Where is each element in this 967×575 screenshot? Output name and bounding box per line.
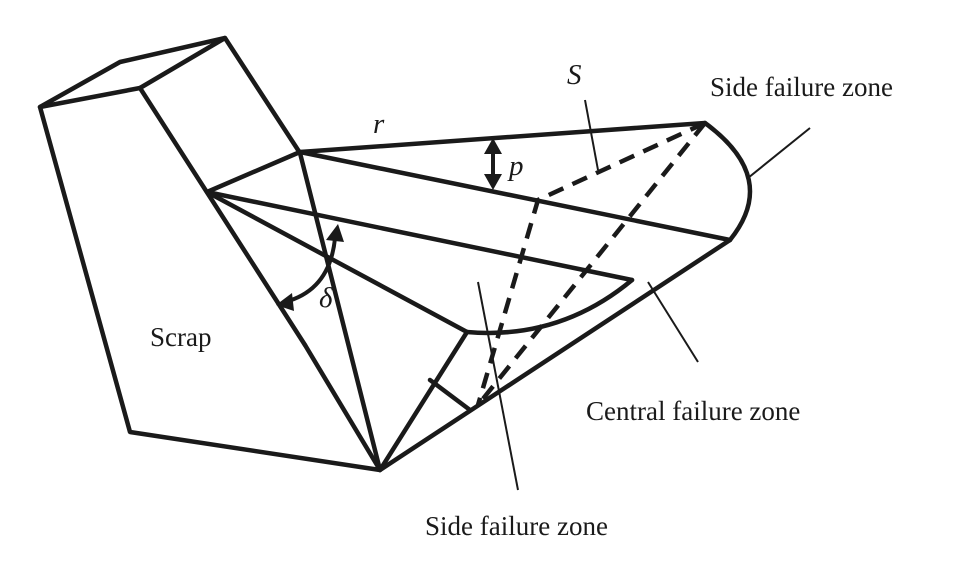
angle-p-indicator <box>484 138 502 190</box>
angle-delta-arrowhead-top <box>326 224 344 242</box>
leader-side-failure-zone-bottom <box>477 281 519 491</box>
scrap-block-top-back-edge <box>137 35 228 91</box>
wedge-top-edge-r <box>297 120 708 155</box>
scrap-block-slope-edge <box>302 342 383 473</box>
angle-p-arrowhead-top <box>484 138 502 154</box>
label-side-failure-zone-bottom: Side failure zone <box>425 511 608 541</box>
symbol-p: p <box>507 150 524 182</box>
angle-delta-arrowhead-bottom <box>276 293 294 311</box>
label-central-failure-zone: Central failure zone <box>586 396 800 426</box>
wedge-slope-diagonal <box>204 189 470 335</box>
symbol-r: r <box>373 108 385 140</box>
leader-central-failure-zone <box>647 281 699 363</box>
wedge-upper-inner-edge <box>297 149 733 243</box>
label-scrap: Scrap <box>150 322 211 352</box>
wedge-base-edge <box>377 237 733 473</box>
scrap-block <box>37 35 383 473</box>
angle-p-arrowhead-bottom <box>484 174 502 190</box>
side-failure-zone-arc-right <box>702 120 753 243</box>
angle-delta-indicator <box>276 224 344 311</box>
angle-delta-arc <box>284 237 337 304</box>
scrap-block-face-edge <box>137 85 308 348</box>
symbol-s: S <box>567 59 582 91</box>
failure-wedge <box>204 120 753 473</box>
scrap-block-outline <box>37 35 383 473</box>
hidden-edge-long <box>476 121 707 407</box>
leader-side-failure-zone-top <box>747 127 811 179</box>
wedge-lower-inner-edge <box>204 189 635 283</box>
symbol-delta: δ <box>319 282 333 314</box>
wedge-inner-short-edge <box>427 377 473 413</box>
label-side-failure-zone-top: Side failure zone <box>710 72 893 102</box>
wedge-center-front-edge <box>377 329 470 473</box>
central-failure-zone-curve <box>464 277 635 336</box>
leader-s <box>584 99 599 171</box>
hidden-edge-s <box>475 120 706 406</box>
wedge-top-left-edge <box>204 149 303 195</box>
scrap-block-top-front-edge <box>37 85 143 110</box>
